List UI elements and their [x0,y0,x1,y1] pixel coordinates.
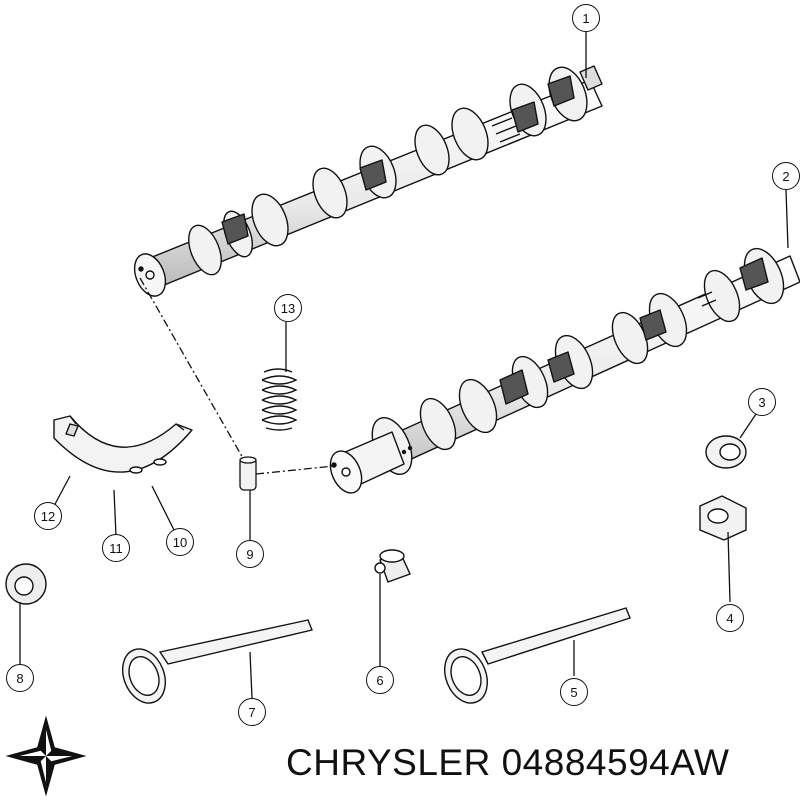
callout-1: 1 [572,4,600,32]
callout-6: 6 [366,666,394,694]
valve-seal-ring [5,563,47,605]
callout-7: 7 [238,698,266,726]
callout-10: 10 [166,528,194,556]
thrust-bearing [53,415,193,474]
spring-retainer [705,435,747,469]
leader-lines [19,32,789,699]
intake-valve [121,619,313,704]
valve-stem-seal [374,549,411,583]
callout-9: 9 [236,540,264,568]
valve-spring [261,368,298,431]
pentastar-logo-icon [5,715,87,797]
callout-2: 2 [772,162,800,190]
callout-4: 4 [716,604,744,632]
camshaft-upper [133,65,603,297]
callout-12: 12 [34,502,62,530]
valve-keeper [699,495,747,541]
callout-13: 13 [274,294,302,322]
callout-5: 5 [560,678,588,706]
camshaft-lower [329,247,800,494]
part-number-caption: CHRYSLER 04884594AW [286,742,730,783]
exhaust-valve [443,607,631,704]
callout-3: 3 [748,388,776,416]
callout-11: 11 [102,534,130,562]
callout-8: 8 [6,664,34,692]
dowel-pin [139,277,335,491]
